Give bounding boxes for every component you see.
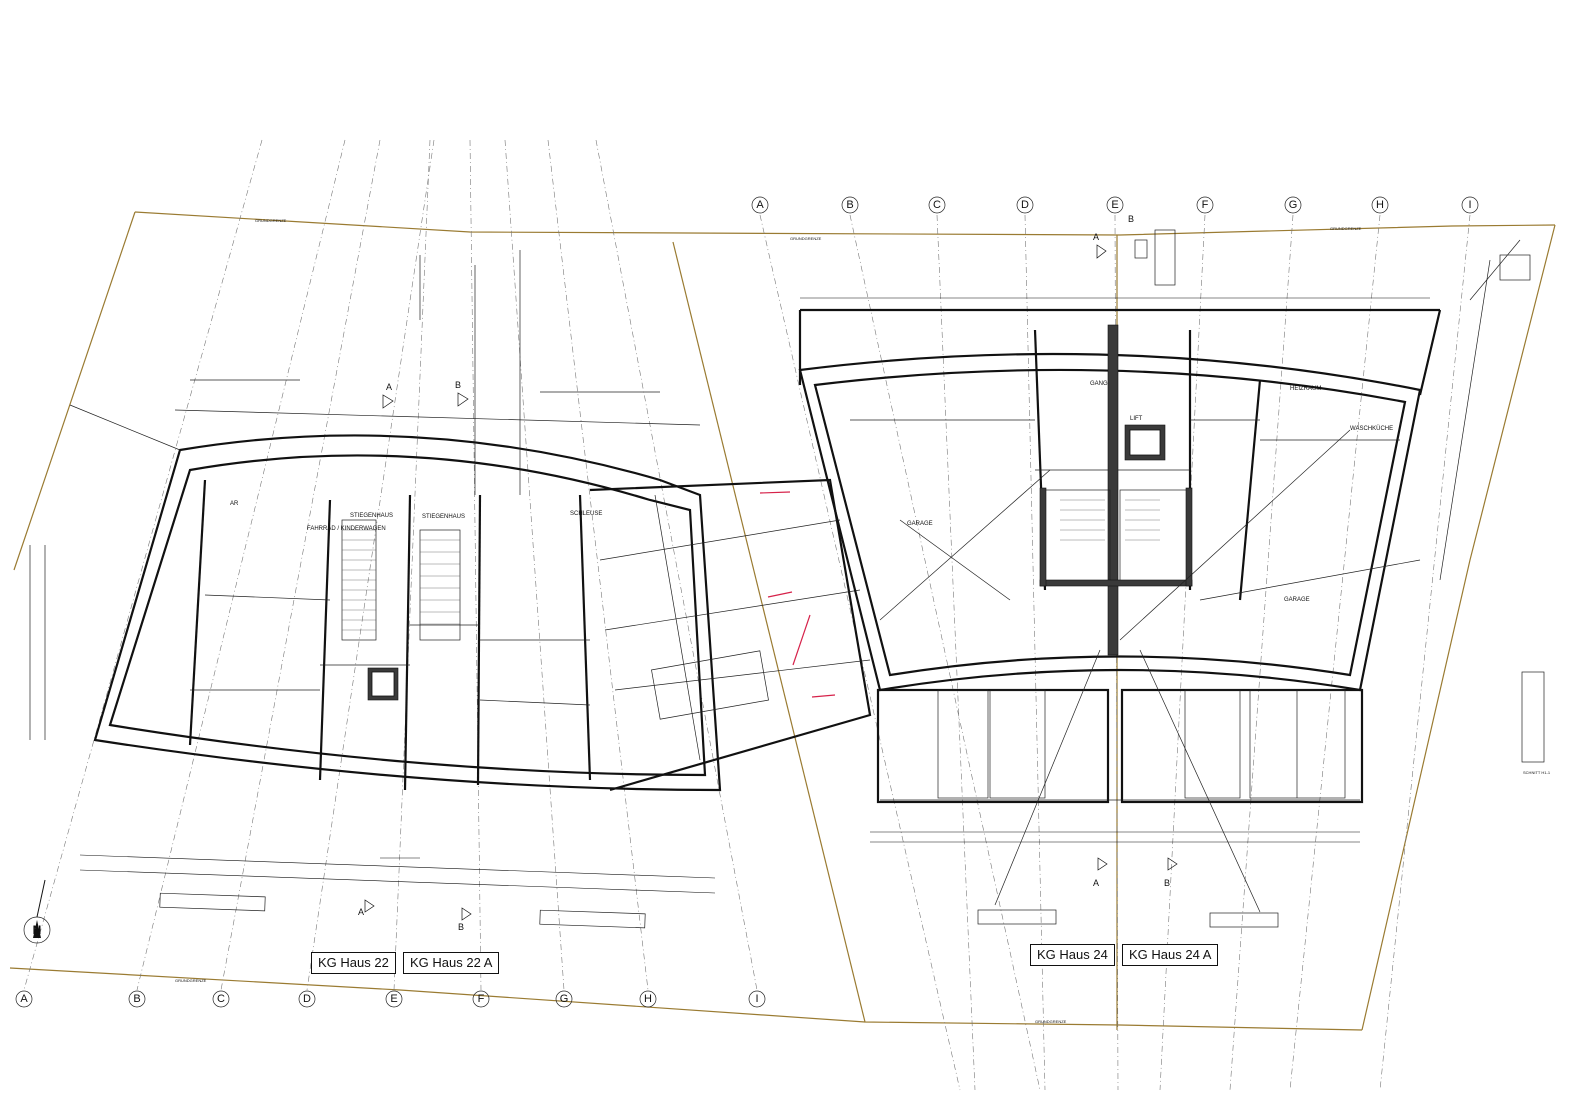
section-mark-b-top-22: B — [455, 380, 461, 390]
room-label-garage: GARAGE — [907, 521, 933, 527]
grid-axes — [23, 139, 1471, 1091]
axis-top-d: D — [1021, 199, 1029, 211]
axis-top-i: I — [1468, 199, 1471, 211]
room-label-gang: GANG — [1090, 381, 1108, 387]
axis-bottom-i: I — [755, 993, 758, 1005]
room-label-lift: LIFT — [1130, 416, 1143, 422]
section-mark-a-top-22: A — [386, 382, 392, 392]
room-label-fahrrad: FAHRRAD / KINDERWAGEN — [307, 526, 386, 532]
axis-labels-top: A B C D E F G H I — [751, 196, 1479, 214]
section-mark-a-bottom-22: A — [358, 907, 364, 917]
axis-bottom-d: D — [303, 993, 311, 1005]
axis-bottom-f: F — [478, 993, 485, 1005]
boundary-label-3: GRUNDGRENZE — [1330, 226, 1362, 231]
room-label-ar: AR — [230, 501, 239, 507]
axis-top-h: H — [1376, 199, 1384, 211]
room-label-stiege-22a: STIEGENHAUS — [422, 514, 465, 520]
property-boundary — [9, 211, 1556, 1031]
room-label-garage-2: GARAGE — [1284, 597, 1310, 603]
stair-right-22 — [419, 529, 461, 641]
house-label-haus-22: KG Haus 22 — [311, 952, 396, 974]
section-label: SCHNITT H1-1 — [1523, 770, 1551, 775]
boundary-label-2: GRUNDGRENZE — [790, 236, 822, 241]
axis-top-e: E — [1111, 199, 1118, 211]
north-label: N — [33, 923, 42, 937]
section-mark-b-top-24: B — [1128, 214, 1134, 224]
house-label-haus-24a: KG Haus 24 A — [1122, 944, 1219, 966]
room-label-schleuse: SCHLEUSE — [570, 511, 602, 517]
room-labels: GARAGE GARAGE STIEGENHAUS STIEGENHAUS HE… — [230, 381, 1393, 603]
stair-24 — [1060, 499, 1160, 541]
axis-top-c: C — [933, 199, 941, 211]
axis-bottom-b: B — [133, 993, 140, 1005]
axis-top-g: G — [1289, 199, 1298, 211]
axis-top-f: F — [1202, 199, 1209, 211]
axis-labels-bottom: A B C D E F G H I — [15, 990, 766, 1008]
boundary-labels: GRUNDGRENZE GRUNDGRENZE GRUNDGRENZE GRUN… — [175, 218, 1362, 1024]
section-markers: A B A B A B A B — [358, 214, 1178, 932]
boundary-label-4: GRUNDGRENZE — [175, 978, 207, 983]
axis-bottom-h: H — [644, 993, 652, 1005]
axis-bottom-c: C — [217, 993, 225, 1005]
section-mark-a-top-24: A — [1093, 232, 1099, 242]
building-haus-22 — [29, 250, 872, 929]
section-mark-b-bottom-22: B — [458, 922, 464, 932]
axis-top-b: B — [846, 199, 853, 211]
north-arrow: N — [23, 879, 51, 944]
axis-top-a: A — [756, 199, 764, 211]
axis-bottom-a: A — [20, 993, 28, 1005]
house-label-haus-24: KG Haus 24 — [1030, 944, 1115, 966]
boundary-label-5: GRUNDGRENZE — [1035, 1019, 1067, 1024]
room-label-heiz: HEIZRAUM — [1290, 386, 1321, 392]
stair-left-22 — [341, 519, 377, 641]
building-haus-24 — [798, 229, 1545, 928]
section-mark-b-bottom-24: B — [1164, 878, 1170, 888]
house-label-haus-22a: KG Haus 22 A — [403, 952, 500, 974]
section-mark-a-bottom-24: A — [1093, 878, 1099, 888]
axis-bottom-e: E — [390, 993, 397, 1005]
room-label-stiege-22: STIEGENHAUS — [350, 513, 393, 519]
room-label-wasch: WASCHKÜCHE — [1350, 425, 1393, 432]
axis-bottom-g: G — [560, 993, 569, 1005]
boundary-label-1: GRUNDGRENZE — [255, 218, 287, 223]
